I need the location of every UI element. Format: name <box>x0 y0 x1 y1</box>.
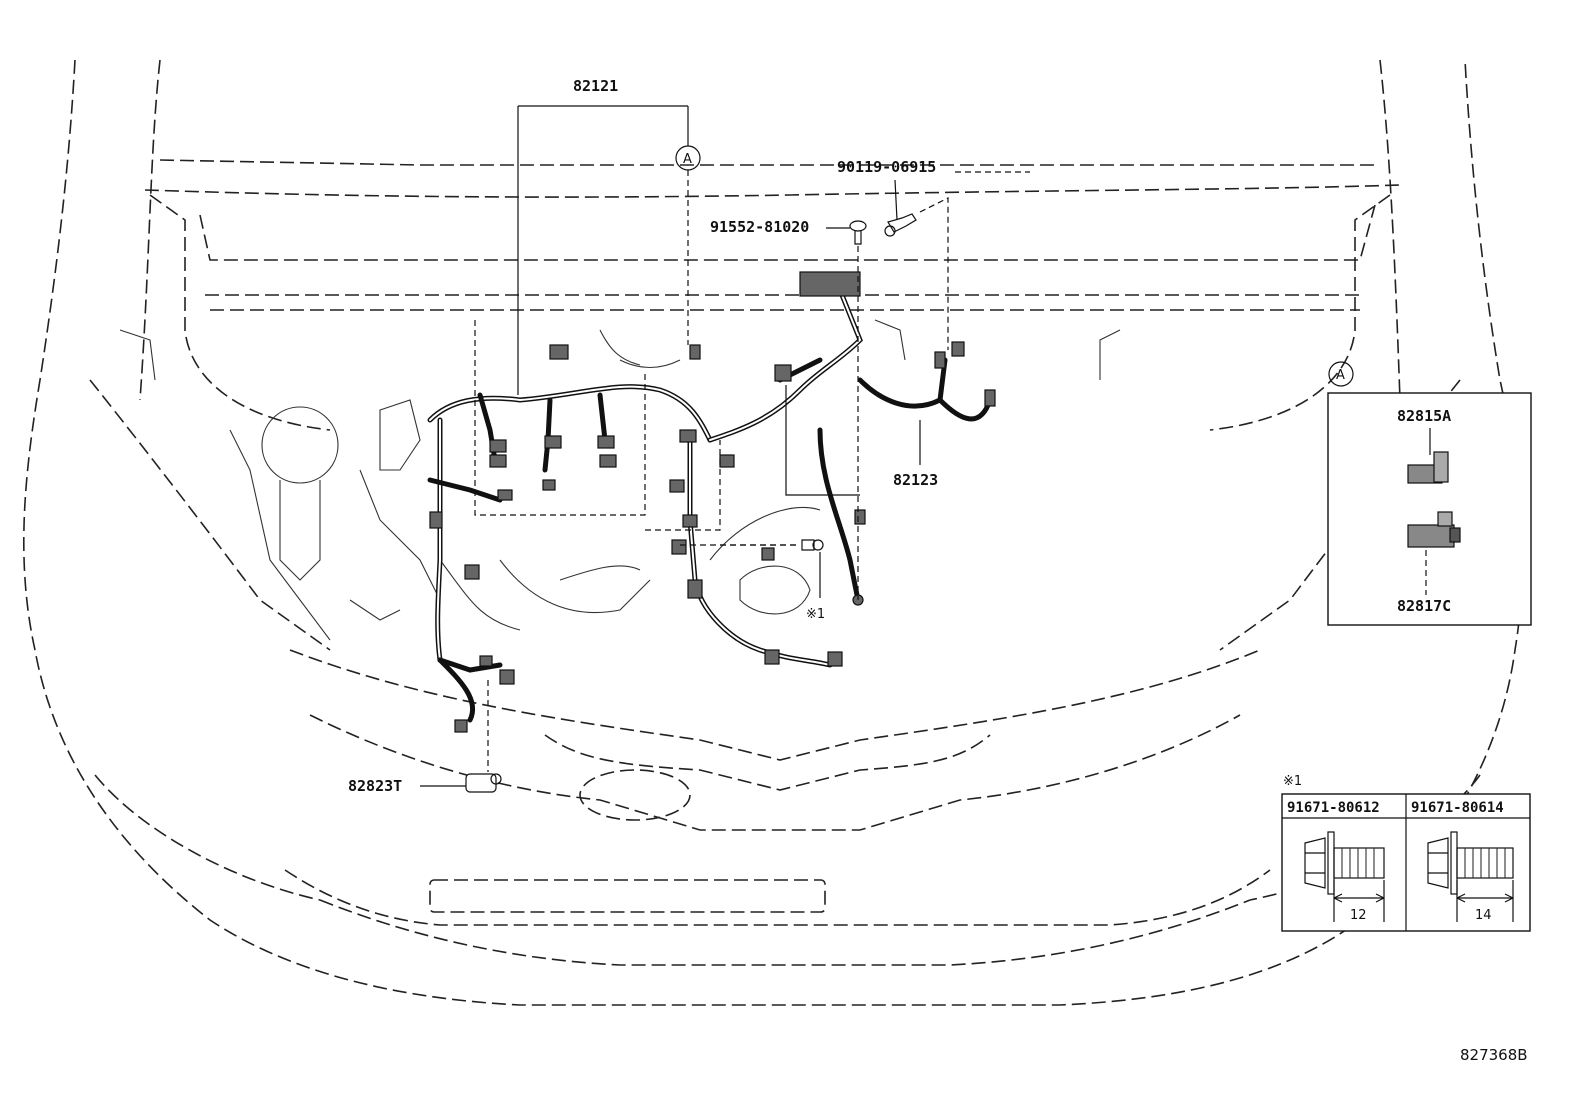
note-table-col1-dim: 12 <box>1350 908 1367 923</box>
connector-82817C-icon <box>1407 511 1461 548</box>
note-table-mark: ※1 <box>1283 774 1302 789</box>
detail-a-marker: A <box>1336 368 1345 383</box>
note-bolt-icon <box>801 539 824 551</box>
note-table-col1-part: 91671-80612 <box>1287 800 1380 816</box>
callout-a-letter: A <box>683 152 692 167</box>
detail-a-panel: A 82815A 82817C <box>1327 361 1532 626</box>
label-82817C: 82817C <box>1397 597 1451 615</box>
connector-82815A-icon <box>1407 451 1449 484</box>
engine-components <box>119 319 1121 641</box>
clip-icon <box>849 220 867 245</box>
label-82123: 82123 <box>893 471 938 489</box>
flange-bolt-14-icon <box>1427 831 1514 922</box>
flange-bolt-12-icon <box>1304 831 1385 922</box>
harness-connectors <box>429 271 996 733</box>
bolt-icon <box>884 213 917 237</box>
note-table-col2-dim: 14 <box>1475 908 1492 923</box>
label-91552-81020: 91552-81020 <box>710 218 809 236</box>
protector-icon <box>465 773 502 793</box>
drawing-number: 827368B <box>1460 1046 1528 1064</box>
note-1-table: ※1 91671-80612 91671-80614 12 <box>1281 774 1531 932</box>
label-note-1: ※1 <box>806 607 825 622</box>
vehicle-outline <box>23 59 1523 1006</box>
label-90119-06915: 90119-06915 <box>837 158 936 176</box>
label-82823T: 82823T <box>348 777 402 795</box>
label-82121: 82121 <box>573 77 618 95</box>
wire-harness-82121 <box>427 287 993 723</box>
label-82815A: 82815A <box>1397 407 1451 425</box>
note-table-col2-part: 91671-80614 <box>1411 800 1504 816</box>
